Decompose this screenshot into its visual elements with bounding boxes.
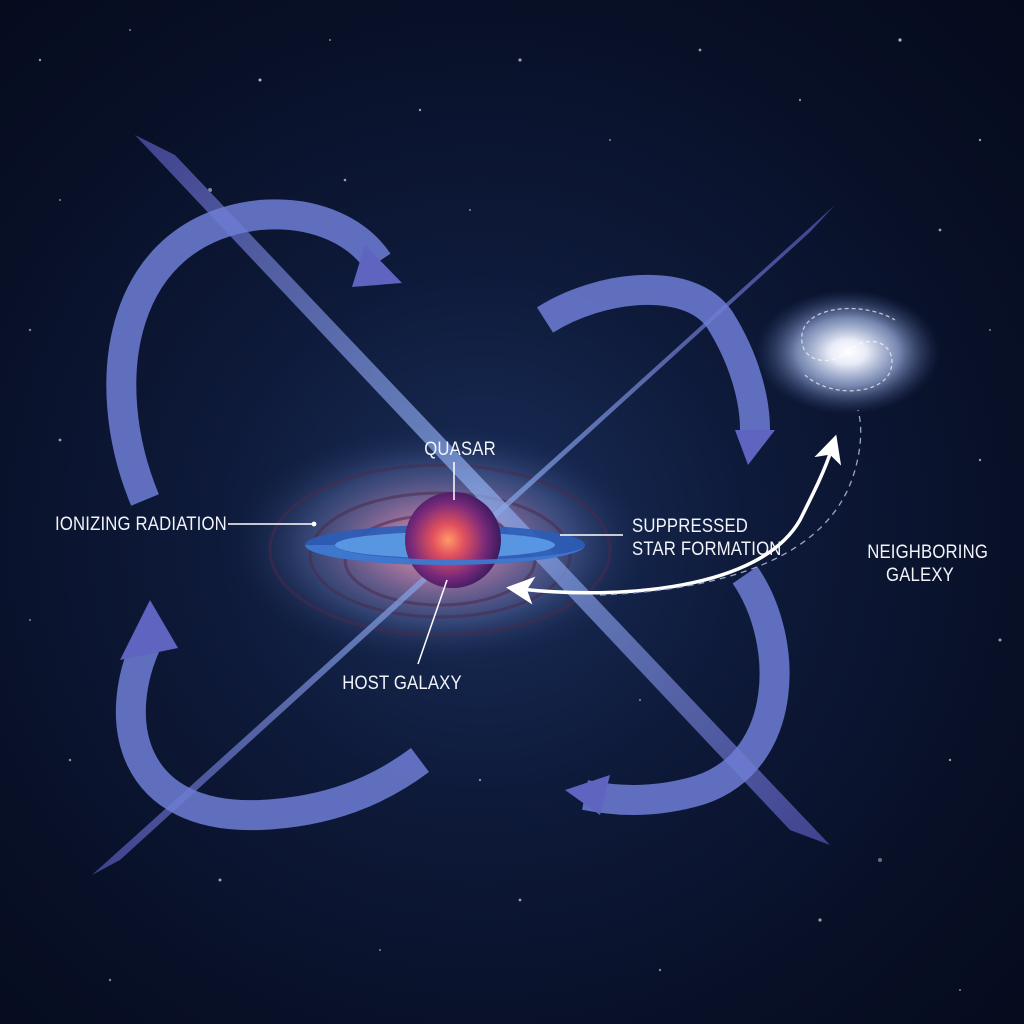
ionizing-radiation-label: IONIZING RADIATION [55, 514, 227, 535]
neighboring-galaxy-arms [801, 307, 896, 392]
ionizing-radiation-leader-dot [311, 521, 317, 527]
quasar-sphere [405, 492, 501, 588]
host-galaxy-leader-line [417, 579, 448, 665]
interaction-arrow [506, 434, 842, 605]
radiation-beam-nw-se [135, 135, 830, 845]
suppressed-star-formation-line2: STAR FORMATION [632, 539, 782, 560]
host-galaxy-label: HOST GALAXY [342, 673, 462, 694]
circulation-arrows [106, 199, 790, 831]
neighboring-galaxy-line2: GALEXY [886, 565, 954, 586]
neighboring-galaxy-line1: NEIGHBORING [867, 542, 989, 563]
suppressed-star-formation-line1: SUPPRESSED [632, 516, 749, 537]
neighboring-galaxy-label: NEIGHBORING GALEXY [867, 541, 989, 587]
quasar-label: QUASAR [424, 439, 496, 460]
suppressed-star-formation-label: SUPPRESSED STAR FORMATION [632, 515, 782, 561]
interaction-dashed-trail [599, 409, 862, 596]
starfield [28, 29, 1002, 991]
